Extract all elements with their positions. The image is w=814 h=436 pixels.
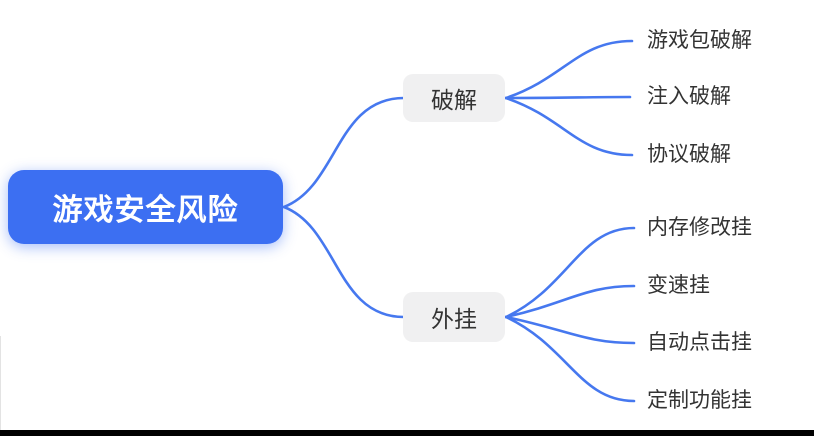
- leaf-node-game-package-crack[interactable]: 游戏包破解: [647, 29, 752, 52]
- edge-root-waigua: [282, 205, 406, 319]
- edge-waigua-leaf3: [504, 315, 636, 345]
- edge-pojie-leaf1: [504, 39, 634, 100]
- leaf-node-auto-click-cheat[interactable]: 自动点击挂: [647, 331, 752, 354]
- bottom-black-bar: [0, 430, 814, 436]
- leaf-node-protocol-crack[interactable]: 协议破解: [647, 143, 731, 166]
- edge-pojie-leaf2: [504, 95, 632, 100]
- leaf-node-memory-modification-cheat[interactable]: 内存修改挂: [647, 216, 752, 239]
- branch-node-cracking[interactable]: 破解: [403, 74, 505, 122]
- edge-root-pojie: [282, 96, 406, 209]
- edge-waigua-leaf2: [504, 284, 636, 319]
- root-node-game-security-risk[interactable]: 游戏安全风险: [8, 170, 283, 244]
- edge-waigua-leaf4: [504, 315, 636, 403]
- window-edge-line: [0, 336, 1, 430]
- edge-pojie-leaf3: [504, 96, 634, 157]
- leaf-node-speed-cheat[interactable]: 变速挂: [647, 274, 710, 297]
- leaf-node-injection-crack[interactable]: 注入破解: [647, 85, 731, 108]
- branch-node-cheats[interactable]: 外挂: [403, 292, 505, 342]
- leaf-node-custom-function-cheat[interactable]: 定制功能挂: [647, 389, 752, 412]
- edge-waigua-leaf1: [504, 226, 636, 319]
